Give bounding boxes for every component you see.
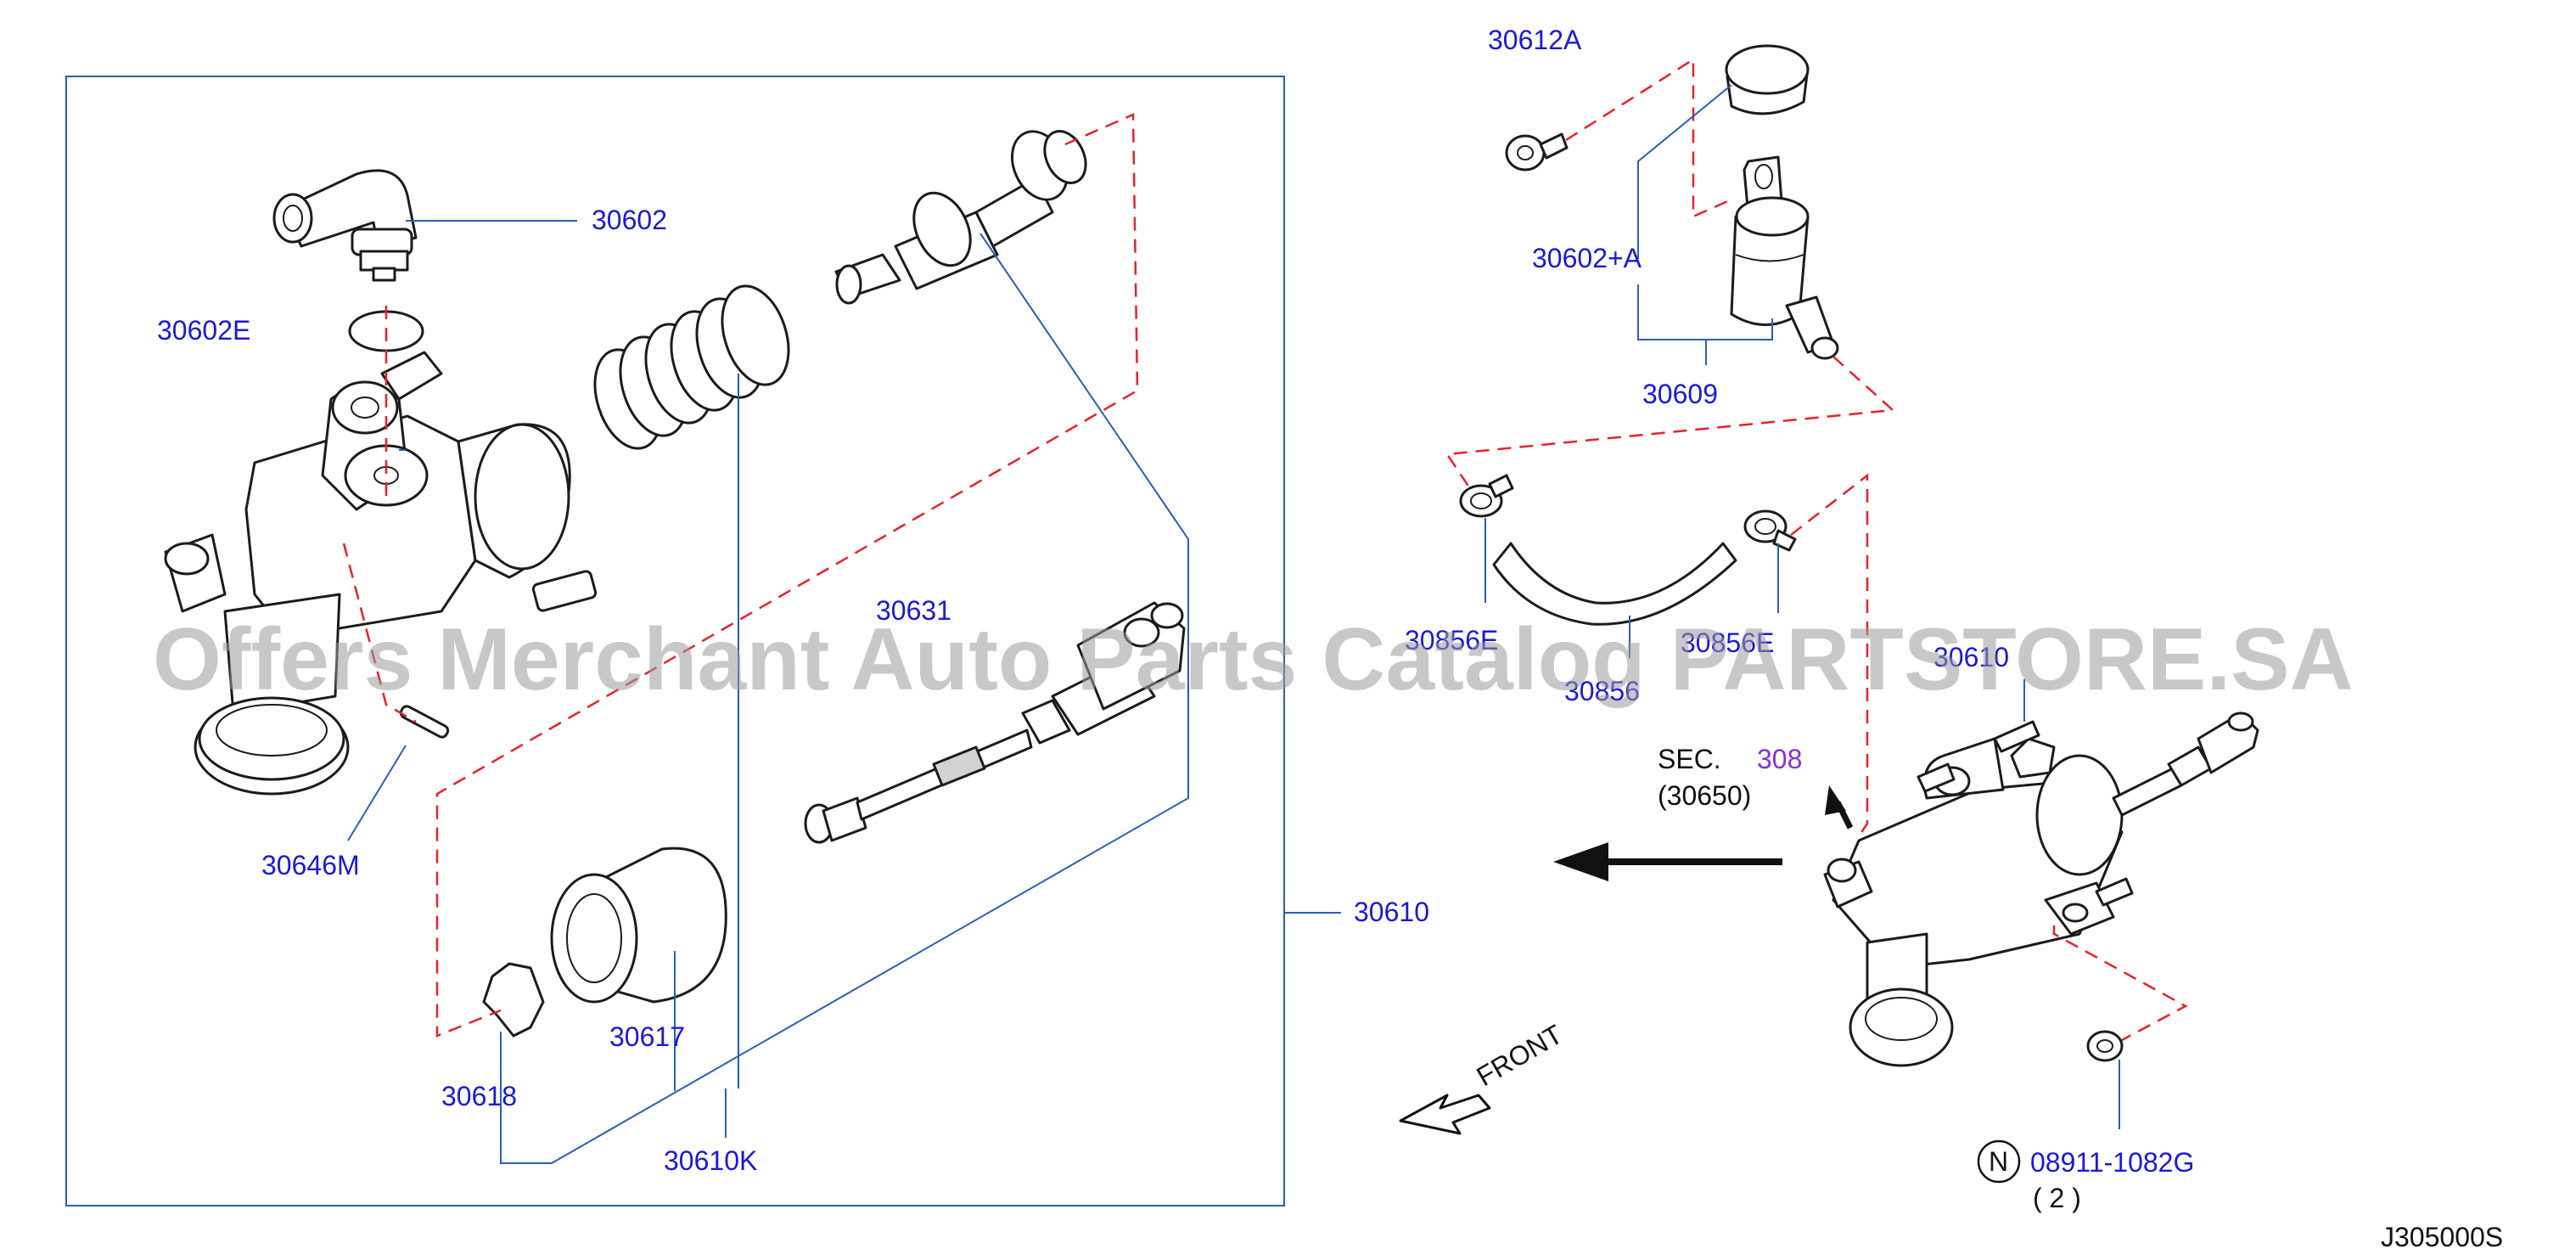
section-prefix: SEC.	[1658, 744, 1721, 774]
part-label-30610-kit: 30610	[1354, 897, 1429, 927]
black-arrow-icon	[1825, 785, 1854, 830]
assembly-dash-line	[2052, 925, 2188, 1042]
bolt-part	[1505, 132, 1569, 172]
section-number: 308	[1757, 744, 1802, 774]
reservoir-cap-part	[1725, 44, 1810, 115]
part-label-30631: 30631	[876, 595, 951, 626]
part-label-30602: 30602	[592, 205, 667, 235]
part-label-30618: 30618	[441, 1081, 517, 1111]
part-label-30646M: 30646M	[261, 850, 360, 880]
assembly-dash-line	[1565, 57, 1732, 218]
part-label-30602A: 30602+A	[1532, 243, 1642, 273]
hollow-arrow-icon	[1399, 1094, 1491, 1135]
dust-boot-part	[550, 847, 727, 1004]
master-cylinder-assembly-part	[1823, 712, 2259, 1067]
part-label-30856E-left: 30856E	[1405, 625, 1498, 655]
hose-clamp-part	[1459, 474, 1514, 518]
section-reference: (30650)	[1658, 780, 1751, 811]
part-label-30610K: 30610K	[664, 1145, 757, 1176]
hose-part	[1492, 542, 1737, 626]
assembly-dash-line	[1445, 356, 1895, 493]
reservoir-part	[1730, 155, 1839, 360]
clip-part	[482, 962, 545, 1038]
elbow-fitting-part	[272, 169, 418, 282]
part-label-30609: 30609	[1642, 379, 1718, 409]
piston-part	[834, 130, 1087, 305]
part-label-30856: 30856	[1564, 676, 1640, 706]
part-label-08911-1082G: 08911-1082G	[2030, 1147, 2194, 1178]
front-label: FRONT	[1472, 1019, 1568, 1092]
part-label-30610-right: 30610	[1933, 642, 2009, 672]
leader-line	[347, 745, 407, 841]
part-label-30617: 30617	[609, 1021, 685, 1052]
assembly-dash-line	[1790, 473, 1869, 837]
clutch-cylinder-body-part	[164, 351, 598, 796]
pin-part	[399, 705, 450, 739]
nut-part	[2086, 1030, 2124, 1062]
spring-part	[593, 284, 790, 450]
assembly-dash-line	[342, 543, 417, 723]
part-label-30612A: 30612A	[1488, 25, 1582, 55]
quantity-label: ( 2 )	[2033, 1183, 2081, 1213]
n-symbol: N	[1989, 1146, 2008, 1177]
part-label-30602E: 30602E	[157, 315, 250, 346]
leader-line	[1637, 84, 1732, 259]
push-rod-part	[804, 601, 1186, 844]
hose-clamp-part	[1743, 509, 1797, 552]
part-label-30856E-right: 30856E	[1681, 627, 1774, 658]
figure-code: J305000S	[2381, 1222, 2503, 1252]
black-arrow-icon	[1553, 842, 1782, 881]
assembly-dash-line	[435, 113, 1139, 1038]
watermark-text: Offers Merchant Auto Parts Catalog PARTS…	[153, 610, 2354, 709]
kit-boundary-box	[65, 76, 1285, 1207]
n-symbol-circle	[1977, 1139, 2021, 1184]
leader-line	[500, 233, 1189, 1164]
